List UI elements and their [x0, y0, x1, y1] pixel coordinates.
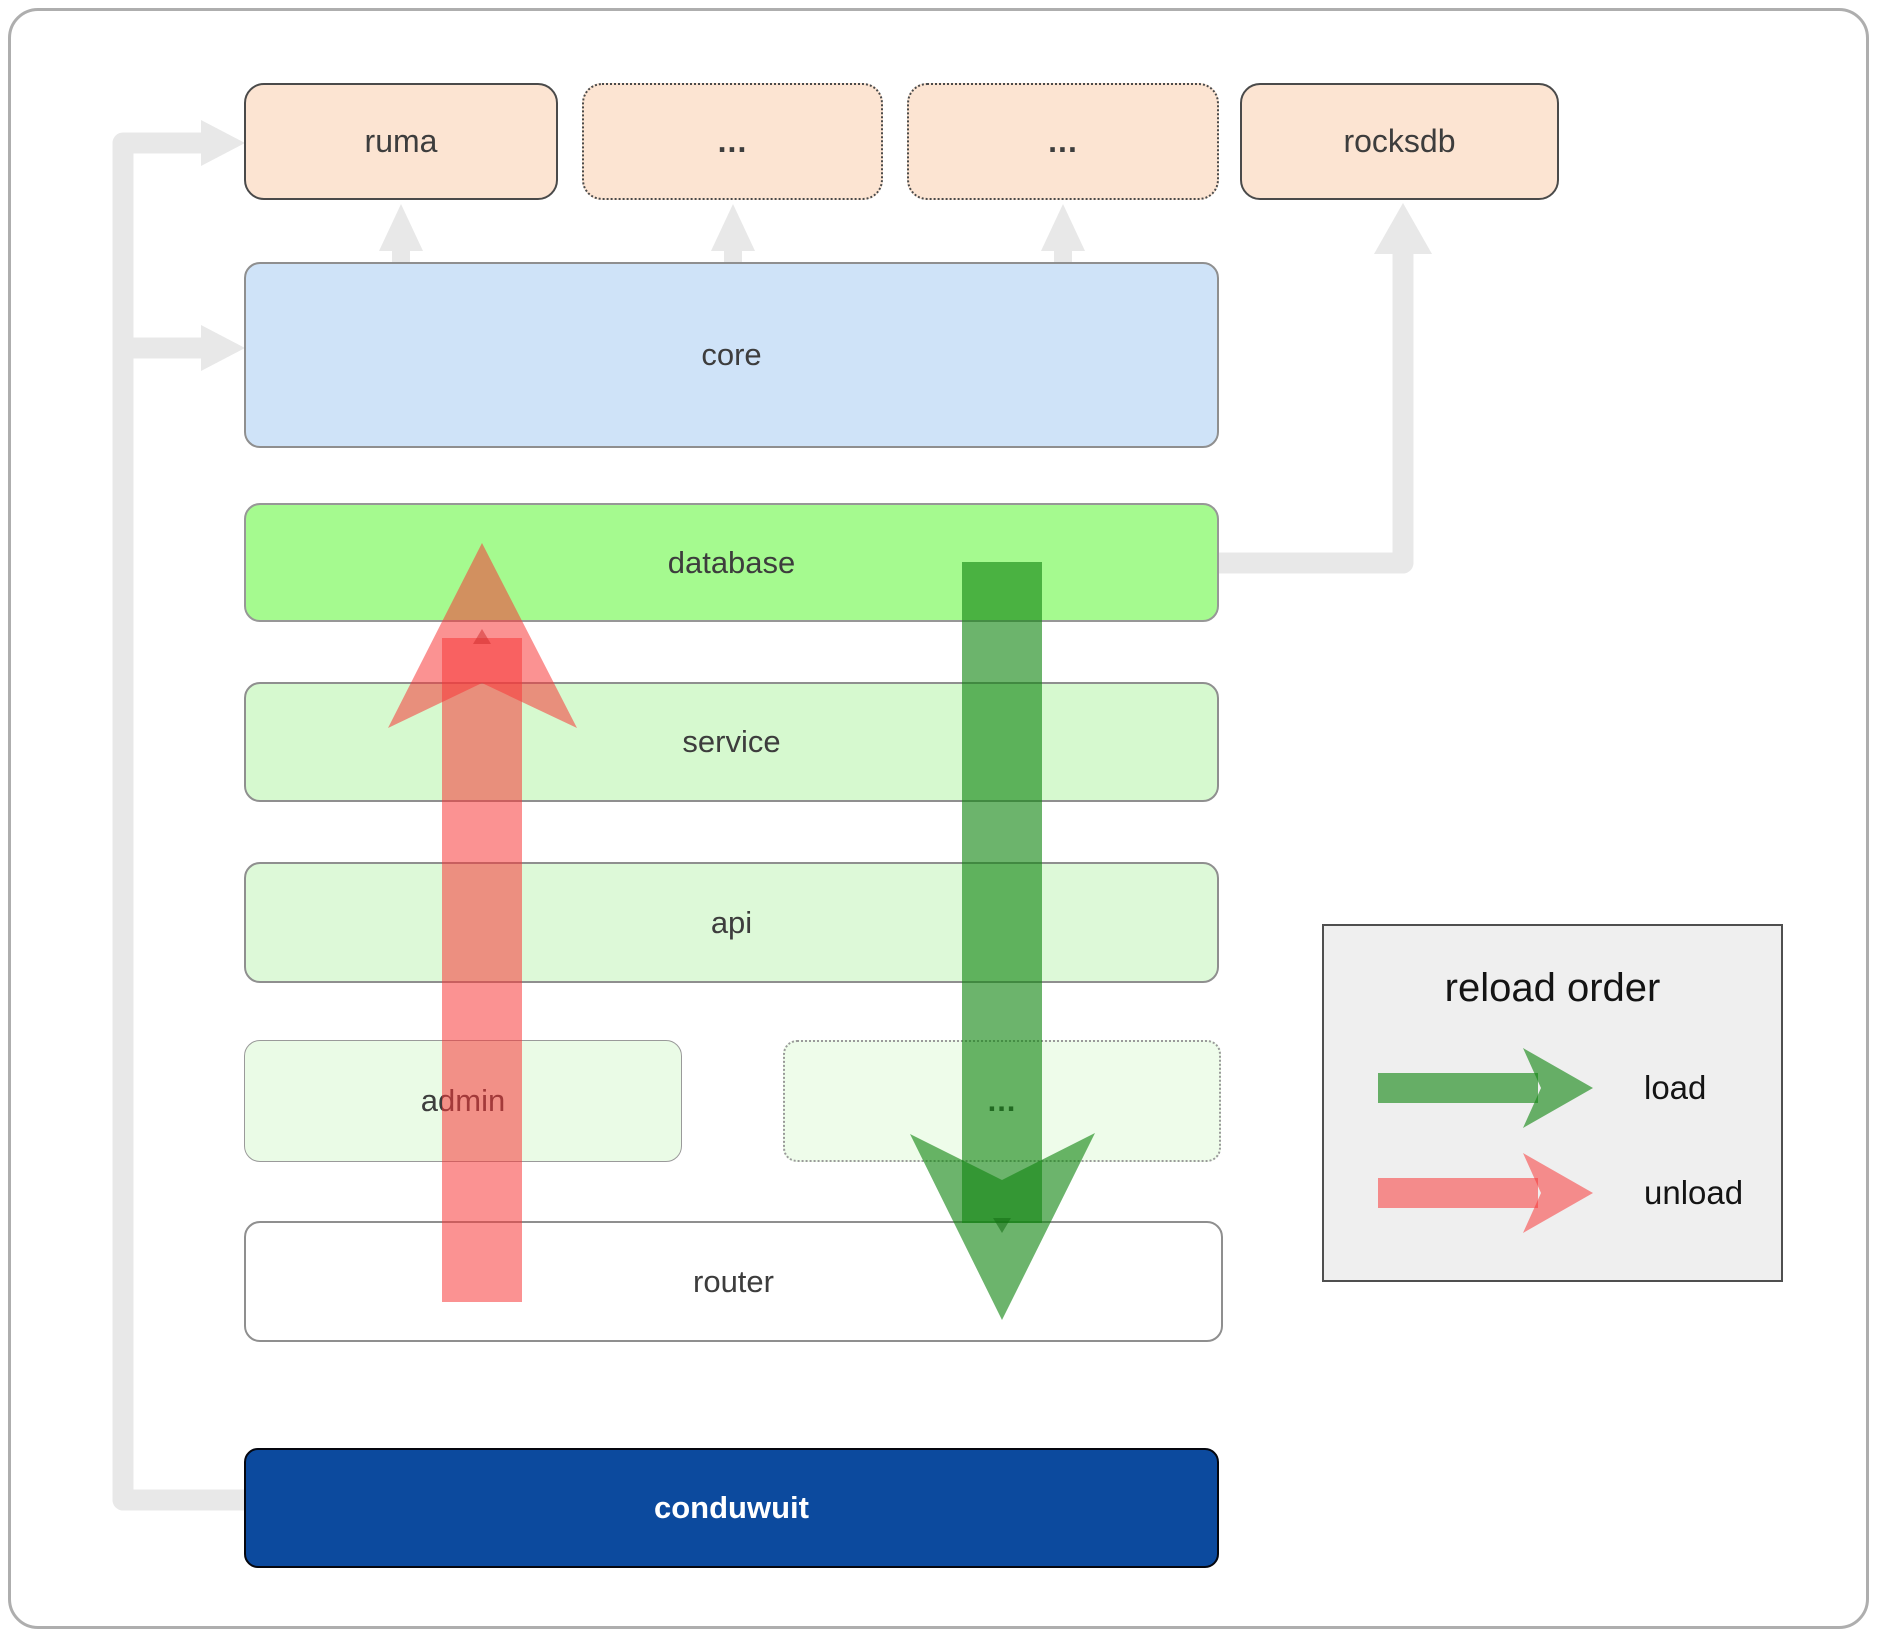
node-ellipsis-2-label: ... [1048, 123, 1078, 159]
node-conduwuit-label: conduwuit [654, 1490, 809, 1525]
node-router: router [244, 1221, 1223, 1342]
arrowhead-into-core-icon [201, 325, 245, 371]
arrowhead-core-to-ellipsis1-icon [711, 204, 755, 251]
node-ellipsis-3-label: ... [987, 1083, 1017, 1118]
node-conduwuit: conduwuit [244, 1448, 1219, 1568]
node-service-label: service [682, 724, 781, 759]
legend-item-unload: unload [1360, 1149, 1743, 1237]
node-ellipsis-3: ... [783, 1040, 1221, 1162]
node-ruma: ruma [244, 83, 558, 200]
node-core-label: core [701, 337, 762, 372]
node-database-label: database [667, 544, 796, 580]
diagram-outer-border [8, 8, 1869, 1629]
node-api: api [244, 862, 1219, 983]
node-api-label: api [710, 904, 753, 940]
node-rocksdb-label: rocksdb [1343, 123, 1456, 159]
legend-item-load: load [1360, 1044, 1706, 1132]
node-ellipsis-2: ... [907, 83, 1219, 200]
node-ellipsis-1-label: ... [717, 123, 748, 159]
unload-arrow-icon [1378, 1153, 1593, 1233]
legend-unload-label: unload [1644, 1174, 1744, 1211]
legend-title: reload order [1444, 966, 1661, 1010]
arrowhead-core-to-ellipsis2-icon [1041, 204, 1085, 251]
node-service: service [244, 682, 1219, 802]
arrowhead-core-to-ruma-icon [379, 204, 423, 251]
node-router-label: router [693, 1263, 774, 1299]
arrowhead-into-rocksdb-icon [1374, 203, 1432, 254]
legend: reload order load unload [1322, 924, 1783, 1282]
load-arrow-icon [1378, 1048, 1593, 1128]
connector-conduwuit-to-ruma [112, 132, 246, 1511]
node-ruma-label: ruma [364, 123, 438, 159]
connector-database-to-rocksdb [1219, 252, 1414, 574]
node-rocksdb: rocksdb [1240, 83, 1559, 200]
node-database: database [244, 503, 1219, 622]
legend-load-label: load [1644, 1069, 1707, 1106]
arrowhead-into-ruma-icon [201, 120, 245, 166]
node-ellipsis-1: ... [582, 83, 883, 200]
node-admin-label: admin [420, 1083, 506, 1118]
node-admin: admin [244, 1040, 682, 1162]
node-core: core [244, 262, 1219, 448]
